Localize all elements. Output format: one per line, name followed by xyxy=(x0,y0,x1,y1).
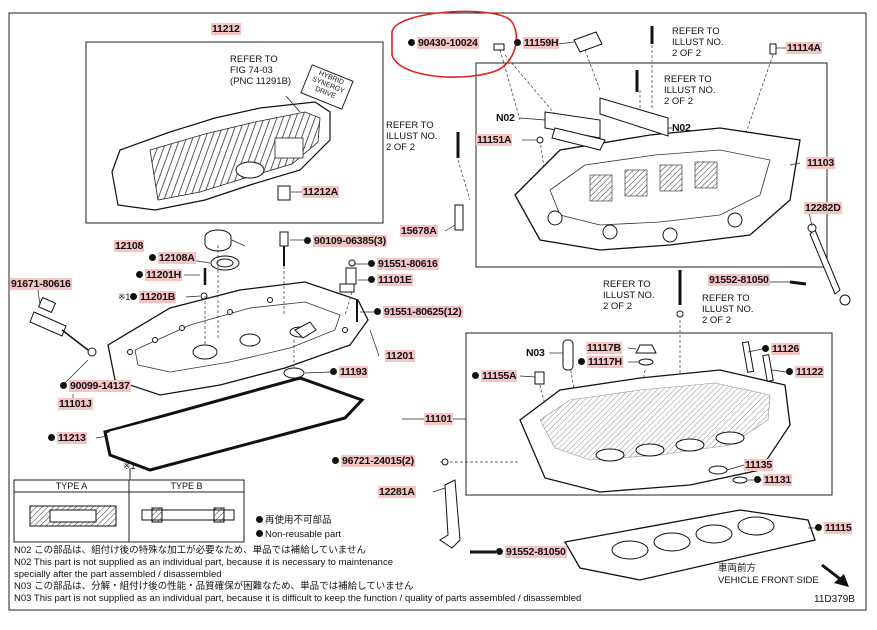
part-label-11122[interactable]: 11122 xyxy=(786,366,825,379)
part-label-11101J[interactable]: 11101J xyxy=(58,398,93,410)
note-line-2: N02 This part is not supplied as an indi… xyxy=(14,557,393,568)
part-label-11135[interactable]: 11135 xyxy=(744,459,774,471)
part-label-11101E[interactable]: 11101E xyxy=(368,274,413,287)
part-label-12281A[interactable]: 12281A xyxy=(378,486,416,498)
part-label-N02-b[interactable]: N02 xyxy=(672,122,691,134)
part-label-11114A[interactable]: 11114A xyxy=(786,42,822,54)
refer-illust-3: REFER TO ILLUST NO. 2 OF 2 xyxy=(386,120,438,153)
refer-illust-5: REFER TO ILLUST NO. 2 OF 2 xyxy=(702,293,754,326)
part-label-91552-81050-b[interactable]: 91552-81050 xyxy=(496,546,567,559)
refer-illust-1: REFER TO ILLUST NO. 2 OF 2 xyxy=(672,26,724,59)
type-a-label: TYPE A xyxy=(55,481,88,491)
refer-fig-74-03: REFER TO FIG 74-03 (PNC 11291B) xyxy=(230,54,292,87)
part-label-91552-81050-a[interactable]: 91552-81050 xyxy=(708,274,770,286)
part-label-90430-10024[interactable]: 90430-10024 xyxy=(408,37,479,50)
part-label-11201H[interactable]: 11201H xyxy=(136,269,183,282)
valve-cover-illustration xyxy=(107,281,369,396)
part-label-11193[interactable]: 11193 xyxy=(330,366,369,379)
part-label-11101[interactable]: 11101 xyxy=(424,413,454,425)
part-label-91551-80625[interactable]: 91551-80625(12) xyxy=(374,306,463,319)
type-note-mark: ※1 xyxy=(123,461,136,471)
engine-cover-illustration xyxy=(111,64,354,211)
part-label-11117H[interactable]: 11117H xyxy=(578,356,623,369)
part-label-11117B[interactable]: 11117B xyxy=(586,342,622,354)
legend-jp: 再使用不可部品 xyxy=(256,514,332,527)
part-label-11151A[interactable]: 11151A xyxy=(476,134,513,146)
note-line-4: N03 この部品は、分解・組付け後の性能・品質確保が困難なため、単品では補給して… xyxy=(14,581,414,592)
part-label-11115[interactable]: 11115 xyxy=(815,522,853,535)
note-line-3: specially after the part assembled / dis… xyxy=(14,569,222,580)
part-label-11212[interactable]: 11212 xyxy=(211,23,241,35)
refer-illust-2: REFER TO ILLUST NO. 2 OF 2 xyxy=(664,74,716,107)
part-label-12108[interactable]: 12108 xyxy=(114,240,145,252)
part-label-90099-14137[interactable]: 90099-14137 xyxy=(60,380,131,393)
part-label-11213[interactable]: 11213 xyxy=(48,432,87,445)
part-label-N03[interactable]: N03 xyxy=(526,347,545,359)
engine-cover-box xyxy=(85,41,384,224)
front-label-jp: 車両前方 xyxy=(718,563,757,574)
cylinder-head-box xyxy=(465,332,833,496)
part-label-11131[interactable]: 11131 xyxy=(754,474,793,487)
part-label-12282D[interactable]: 12282D xyxy=(804,202,842,214)
part-label-11201[interactable]: 11201 xyxy=(385,350,415,362)
type-b-label: TYPE B xyxy=(170,481,203,491)
part-label-15678A[interactable]: 15678A xyxy=(400,225,438,237)
part-label-91551-80616[interactable]: 91551-80616 xyxy=(368,258,439,271)
cylinder-head-illustration xyxy=(519,369,791,493)
part-label-90109-06385[interactable]: 90109-06385(3) xyxy=(304,235,387,248)
legend-en: Non-reusable part xyxy=(256,528,341,541)
part-label-96721-24015[interactable]: 96721-24015(2) xyxy=(332,455,415,468)
note-line-1: N02 この部品は、組付け後の特殊な加工が必要なため、単品では補給していません xyxy=(14,545,366,556)
part-label-11103[interactable]: 11103 xyxy=(806,157,836,169)
cam-housing-illustration xyxy=(514,127,801,251)
part-label-11212A[interactable]: 11212A xyxy=(302,186,340,198)
front-label-en: VEHICLE FRONT SIDE xyxy=(718,575,819,586)
part-label-91671-80616[interactable]: 91671-80616 xyxy=(10,278,72,290)
diagram-id: 11D379B xyxy=(814,594,855,605)
note-line-5: N03 This part is not supplied as an indi… xyxy=(14,593,582,604)
part-label-11155A[interactable]: 11155A xyxy=(472,370,518,383)
part-label-11126[interactable]: 11126 xyxy=(762,343,801,356)
part-label-12108A[interactable]: 12108A xyxy=(149,252,196,265)
refer-illust-4: REFER TO ILLUST NO. 2 OF 2 xyxy=(603,279,655,312)
part-label-N02-a[interactable]: N02 xyxy=(496,112,515,124)
annotation-circle xyxy=(391,10,518,78)
part-label-11159H[interactable]: 11159H xyxy=(514,37,560,50)
